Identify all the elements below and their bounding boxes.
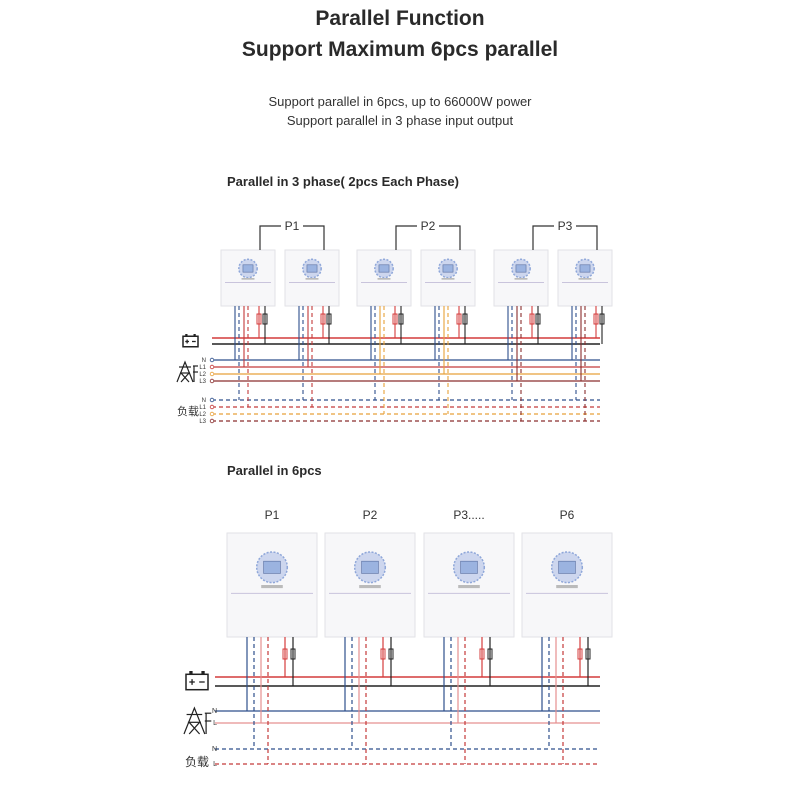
battery-icon bbox=[185, 671, 209, 691]
lcd-screen bbox=[242, 264, 254, 273]
lcd-screen bbox=[361, 560, 379, 574]
terminal bbox=[209, 397, 215, 403]
tower-frame bbox=[183, 706, 206, 735]
grid-line-label-l2: L2 bbox=[199, 372, 206, 378]
bracket-gap bbox=[281, 218, 303, 232]
brand-mark bbox=[458, 585, 480, 589]
brand-mark bbox=[441, 278, 455, 280]
terminal bbox=[209, 364, 215, 370]
battery-terminal bbox=[193, 334, 196, 337]
diagram1-heading: Parallel in 3 phase( 2pcs Each Phase) bbox=[227, 174, 459, 189]
battery-terminal bbox=[185, 334, 188, 337]
unit-label-4: P6 bbox=[560, 508, 575, 522]
terminal bbox=[209, 411, 215, 417]
lcd-screen bbox=[442, 264, 454, 273]
inverter-single-2 bbox=[324, 532, 416, 638]
load-line-label-l: L bbox=[213, 761, 217, 768]
inverter-single-3 bbox=[423, 532, 515, 638]
page-title-line1: Parallel Function bbox=[315, 7, 485, 30]
inverter-single-4 bbox=[521, 532, 613, 638]
battery-terminal bbox=[189, 671, 193, 675]
brand-mark bbox=[514, 278, 528, 280]
grid-line-label-n: N bbox=[212, 708, 217, 715]
inverter-3phase-3 bbox=[356, 249, 412, 307]
unit-label-1: P1 bbox=[265, 508, 280, 522]
terminal bbox=[209, 378, 215, 384]
brand-mark bbox=[556, 585, 578, 589]
inverter-3phase-2 bbox=[284, 249, 340, 307]
unit-label-2: P2 bbox=[363, 508, 378, 522]
grid-line-label-l3: L3 bbox=[199, 379, 206, 385]
battery-terminal bbox=[201, 671, 205, 675]
inverter-3phase-5 bbox=[493, 249, 549, 307]
lcd-screen bbox=[306, 264, 318, 273]
lcd-screen bbox=[378, 264, 390, 273]
brand-mark bbox=[377, 278, 391, 280]
group-label-p2: P2 bbox=[421, 219, 436, 233]
load-line-label-l1: L1 bbox=[199, 405, 206, 411]
load-label: 负载 bbox=[185, 755, 209, 769]
grid-line-label-l1: L1 bbox=[199, 365, 206, 371]
brand-mark bbox=[261, 585, 283, 589]
load-label: 负载 bbox=[177, 404, 199, 418]
bracket-gap bbox=[417, 218, 439, 232]
tower-brace bbox=[180, 372, 190, 383]
terminal bbox=[209, 404, 215, 410]
brand-mark bbox=[578, 278, 592, 280]
battery-body bbox=[185, 673, 209, 691]
grid-tower-icon bbox=[176, 360, 198, 383]
inverter-3phase-1 bbox=[220, 249, 276, 307]
grid-line-label-n: N bbox=[202, 358, 206, 364]
tower-brace bbox=[188, 721, 201, 735]
grid-tower-icon bbox=[183, 706, 212, 735]
lcd-screen bbox=[515, 264, 527, 273]
inverter-single-1 bbox=[226, 532, 318, 638]
load-line-label-n: N bbox=[212, 746, 217, 753]
lcd-screen bbox=[263, 560, 281, 574]
load-line-label-l3: L3 bbox=[199, 419, 206, 425]
bracket-gap bbox=[554, 218, 576, 232]
brand-mark bbox=[359, 585, 381, 589]
brand-mark bbox=[305, 278, 319, 280]
grid-line-label-l: L bbox=[213, 720, 217, 727]
brand-mark bbox=[241, 278, 255, 280]
terminal bbox=[209, 371, 215, 377]
diagram2-heading: Parallel in 6pcs bbox=[227, 463, 322, 478]
page-title-line2: Support Maximum 6pcs parallel bbox=[241, 38, 559, 61]
lcd-screen bbox=[558, 560, 576, 574]
terminal bbox=[209, 357, 215, 363]
load-line-label-l2: L2 bbox=[199, 412, 206, 418]
group-label-p1: P1 bbox=[285, 219, 300, 233]
inverter-3phase-4 bbox=[420, 249, 476, 307]
terminal bbox=[209, 418, 215, 424]
lcd-screen bbox=[460, 560, 478, 574]
subtitle-line1: Support parallel in 6pcs, up to 66000W p… bbox=[268, 94, 532, 109]
battery-icon bbox=[182, 334, 199, 348]
unit-label-3: P3..... bbox=[453, 508, 484, 522]
lcd-screen bbox=[579, 264, 591, 273]
tower-frame bbox=[176, 360, 194, 383]
inverter-3phase-6 bbox=[557, 249, 613, 307]
group-label-p3: P3 bbox=[558, 219, 573, 233]
subtitle-line2: Support parallel in 3 phase input output bbox=[286, 113, 514, 128]
battery-body bbox=[182, 335, 199, 348]
load-line-label-n: N bbox=[202, 398, 206, 404]
